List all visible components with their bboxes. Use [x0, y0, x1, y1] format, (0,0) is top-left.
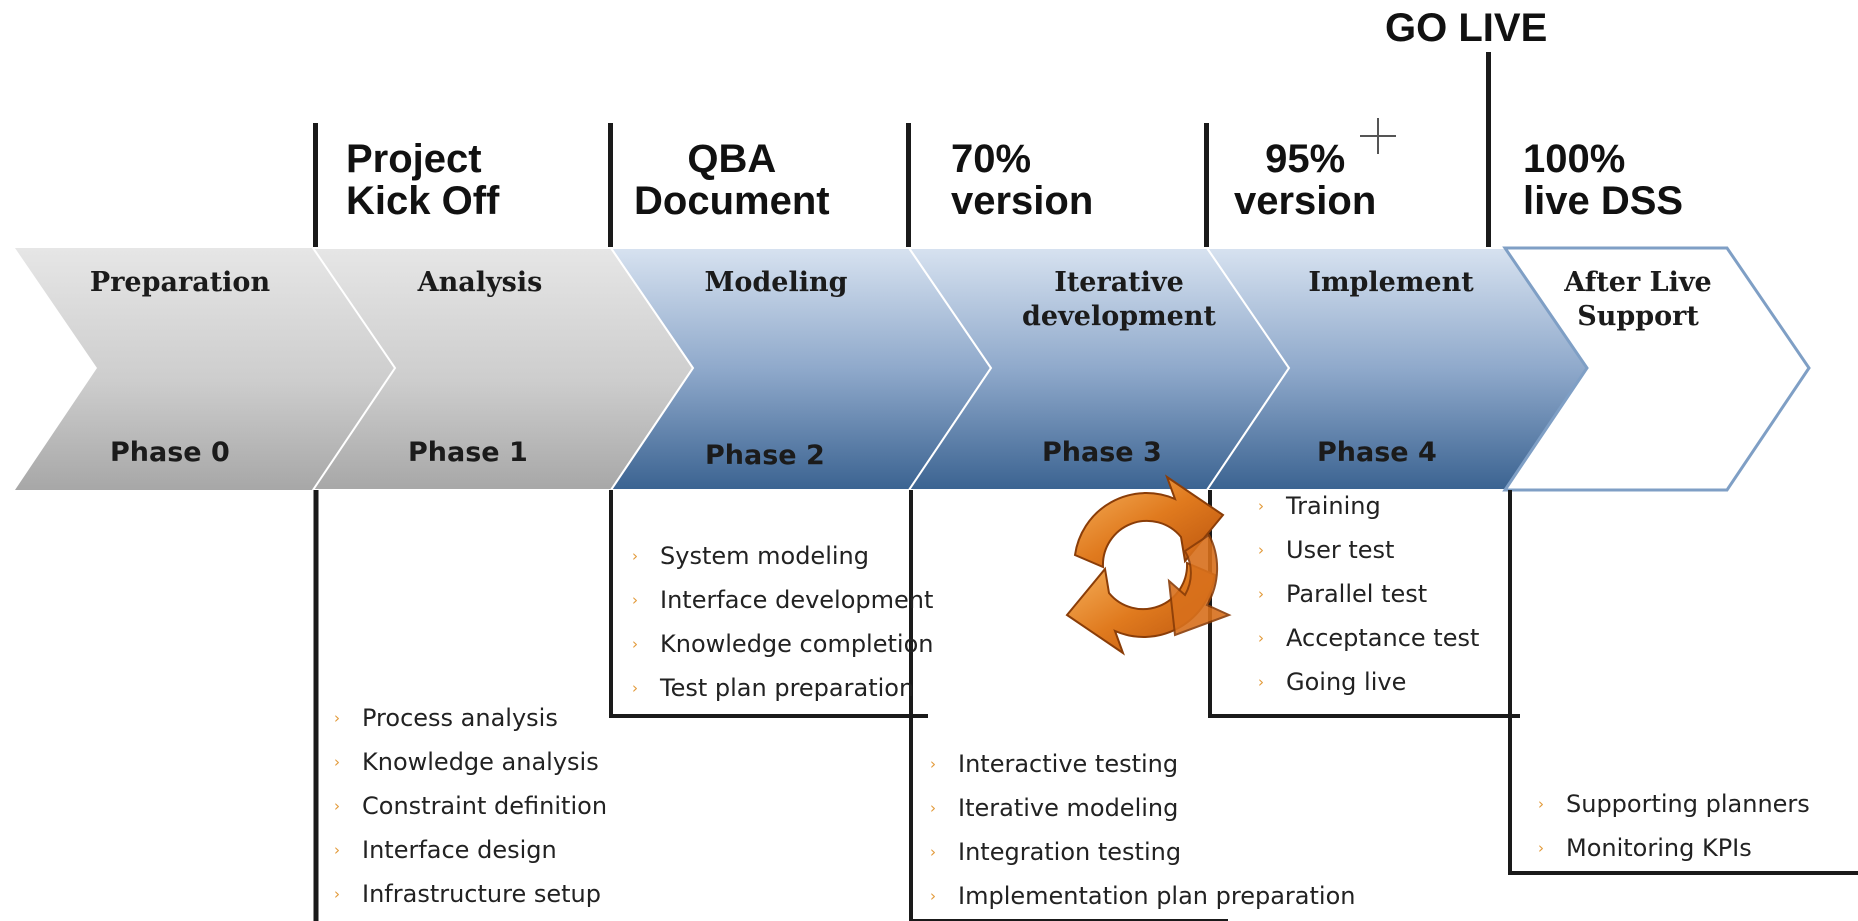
bullet-icon: › [632, 547, 638, 565]
modeling-task-list: ›System modeling ›Interface development … [632, 534, 933, 710]
phase-3-name: Iterative development [1022, 267, 1216, 332]
list-item: ›Integration testing [930, 830, 1355, 874]
implement-task-list: ›Training ›User test ›Parallel test ›Acc… [1258, 484, 1479, 704]
bullet-icon: › [1258, 585, 1264, 603]
phase-2-name: Modeling [704, 267, 848, 298]
milestone-100: 100% live DSS [1523, 137, 1684, 223]
phase-0-name: Preparation [89, 267, 271, 298]
phase-2-number: Phase 2 [705, 440, 825, 471]
iteration-cycle-icon [1065, 474, 1232, 656]
chevron-phase-0 [15, 248, 395, 490]
list-item: ›User test [1258, 528, 1479, 572]
phase-4-name: Implement [1308, 267, 1474, 298]
list-item: ›Knowledge completion [632, 622, 933, 666]
phase-0-number: Phase 0 [110, 437, 230, 468]
list-item: ›Constraint definition [334, 784, 607, 828]
crosshair-cursor-icon [1360, 118, 1396, 154]
milestone-qba: QBA Document [634, 137, 830, 223]
list-item: ›Interactive testing [930, 742, 1355, 786]
bullet-icon: › [1258, 673, 1264, 691]
milestone-70: 70% version [951, 137, 1094, 223]
bullet-icon: › [632, 679, 638, 697]
bullet-icon: › [632, 635, 638, 653]
phase-4-number: Phase 4 [1317, 437, 1437, 468]
bullet-icon: › [1538, 795, 1544, 813]
list-item: ›Iterative modeling [930, 786, 1355, 830]
bullet-icon: › [334, 797, 340, 815]
bullet-icon: › [930, 755, 936, 773]
v95-line-top [1204, 123, 1209, 248]
modeling-bracket [609, 490, 928, 718]
bullet-icon: › [930, 887, 936, 905]
bullet-icon: › [1538, 839, 1544, 857]
phase-1-number: Phase 1 [408, 437, 528, 468]
support-task-list: ›Supporting planners ›Monitoring KPIs [1538, 782, 1810, 870]
list-item: ›Going live [1258, 660, 1479, 704]
bullet-icon: › [334, 709, 340, 727]
bullet-icon: › [632, 591, 638, 609]
list-item: ›Training [1258, 484, 1479, 528]
bullet-icon: › [334, 753, 340, 771]
bullet-icon: › [1258, 497, 1264, 515]
list-item: ›Infrastructure setup [334, 872, 607, 916]
after-live-name: After Live Support [1564, 267, 1712, 332]
list-item: ›Acceptance test [1258, 616, 1479, 660]
bullet-icon: › [334, 885, 340, 903]
list-item: ›Knowledge analysis [334, 740, 607, 784]
list-item: ›Interface design [334, 828, 607, 872]
milestone-95: 95% version [1234, 137, 1377, 223]
bullet-icon: › [1258, 629, 1264, 647]
golive-line [1486, 52, 1491, 248]
list-item: ›Implementation plan preparation [930, 874, 1355, 918]
list-item: ›Supporting planners [1538, 782, 1810, 826]
bullet-icon: › [930, 799, 936, 817]
bullet-icon: › [1258, 541, 1264, 559]
support-bracket [1508, 490, 1858, 875]
list-item: ›Test plan preparation [632, 666, 933, 710]
bullet-icon: › [930, 843, 936, 861]
iterative-bracket [909, 490, 1228, 921]
kickoff-line-top [313, 123, 318, 248]
go-live-label: GO LIVE [1385, 6, 1548, 50]
milestone-kickoff: Project Kick Off [346, 137, 500, 223]
iterative-task-list: ›Interactive testing ›Iterative modeling… [930, 742, 1355, 918]
list-item: ›Interface development [632, 578, 933, 622]
chevron-after-live [1502, 246, 1811, 492]
list-item: ›Process analysis [334, 696, 607, 740]
list-item: ›System modeling [632, 534, 933, 578]
bullet-icon: › [334, 841, 340, 859]
phase-3-number: Phase 3 [1042, 437, 1162, 468]
list-item: ›Parallel test [1258, 572, 1479, 616]
phase-1-name: Analysis [417, 267, 543, 298]
list-item: ›Monitoring KPIs [1538, 826, 1810, 870]
analysis-task-list: ›Process analysis ›Knowledge analysis ›C… [334, 696, 607, 916]
qba-line-top [608, 123, 613, 248]
v70-line-top [906, 123, 911, 248]
